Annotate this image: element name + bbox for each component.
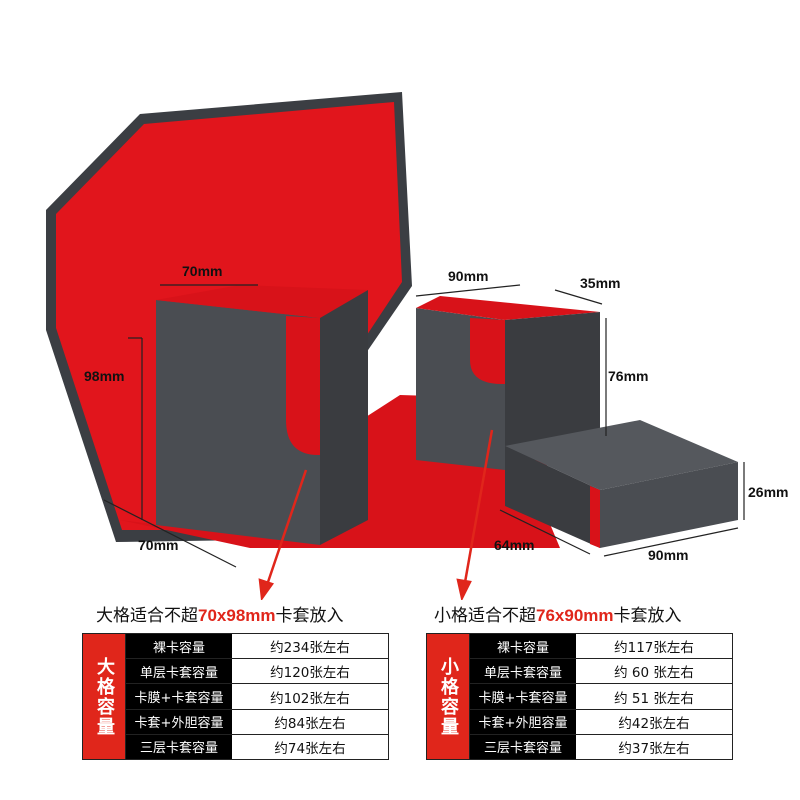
caption-large-compartment: 大格适合不超70x98mm卡套放入 [96,603,344,629]
row-value: 约84张左右 [274,715,346,732]
dim-small-depth: 35mm [580,275,620,291]
caption-small-compartment: 小格适合不超76x90mm卡套放入 [434,603,682,629]
dim-large-depth: 70mm [138,537,178,553]
row-label: 卡膜+卡套容量 [470,684,576,709]
row-label: 三层卡套容量 [470,734,576,760]
table-row: 三层卡套容量 约74张左右 [126,734,388,760]
table-row: 卡套+外胆容量 约84张左右 [126,709,388,735]
table-row: 卡膜+卡套容量 约 51 张左右 [470,684,732,710]
tray-front [505,446,600,548]
dim-large-height: 98mm [84,368,124,384]
row-label: 裸卡容量 [470,634,576,659]
dim-small-height: 76mm [608,368,648,384]
row-value: 约74张左右 [274,740,346,757]
row-label: 单层卡套容量 [126,659,232,684]
large-capacity-table: 大格容量 裸卡容量 约234张左右 单层卡套容量 约120张左右 卡膜+卡套容量… [82,633,389,760]
large-box-front [156,300,320,545]
small-capacity-table: 小格容量 裸卡容量 约117张左右 单层卡套容量 约 60 张左右 卡膜+卡套容… [426,633,733,760]
row-value: 约 51 张左右 [614,690,694,707]
caption-small-size: 76x90mm [536,606,614,625]
dim-lid-depth: 64mm [494,537,534,553]
row-label: 卡套+外胆容量 [470,709,576,734]
row-label: 三层卡套容量 [126,734,232,760]
row-value: 约234张左右 [270,640,350,657]
tray-side [600,462,738,548]
caption-large-prefix: 大格适合不超 [96,606,198,626]
table-row: 卡套+外胆容量 约42张左右 [470,709,732,735]
caption-large-size: 70x98mm [198,606,276,625]
table-row: 裸卡容量 约117张左右 [470,634,732,660]
caption-large-suffix: 卡套放入 [275,606,344,626]
row-label: 单层卡套容量 [470,659,576,684]
small-capacity-side-label: 小格容量 [427,634,470,759]
product-photo: 70mm 98mm 70mm 90mm 35mm 76mm 26mm 64mm … [46,92,788,600]
row-value: 约37张左右 [618,740,690,757]
caption-small-suffix: 卡套放入 [613,606,682,626]
table-row: 单层卡套容量 约 60 张左右 [470,659,732,685]
small-box-inner-red [416,296,600,320]
row-value: 约117张左右 [614,640,694,657]
large-box-inner-red [156,285,368,318]
dim-small-width: 90mm [448,268,488,284]
row-label: 裸卡容量 [126,634,232,659]
row-value: 约 60 张左右 [614,665,694,682]
dim-lid-width: 90mm [648,547,688,563]
dim-lid-height: 26mm [748,484,788,500]
row-value: 约102张左右 [270,690,350,707]
row-value: 约120张左右 [270,665,350,682]
small-box-thumb-cut [470,318,505,384]
table-row: 三层卡套容量 约37张左右 [470,734,732,760]
caption-small-prefix: 小格适合不超 [434,606,536,626]
large-capacity-side-label: 大格容量 [83,634,126,759]
row-value: 约42张左右 [618,715,690,732]
row-label: 卡套+外胆容量 [126,709,232,734]
large-box-thumb-cut [286,316,320,455]
table-row: 单层卡套容量 约120张左右 [126,659,388,685]
tray-top [505,420,738,490]
dim-large-width: 70mm [182,263,222,279]
large-box-side [320,290,368,545]
small-box-side [505,312,600,470]
table-row: 裸卡容量 约234张左右 [126,634,388,660]
tray-red-edge [590,486,600,548]
row-label: 卡膜+卡套容量 [126,684,232,709]
table-row: 卡膜+卡套容量 约102张左右 [126,684,388,710]
